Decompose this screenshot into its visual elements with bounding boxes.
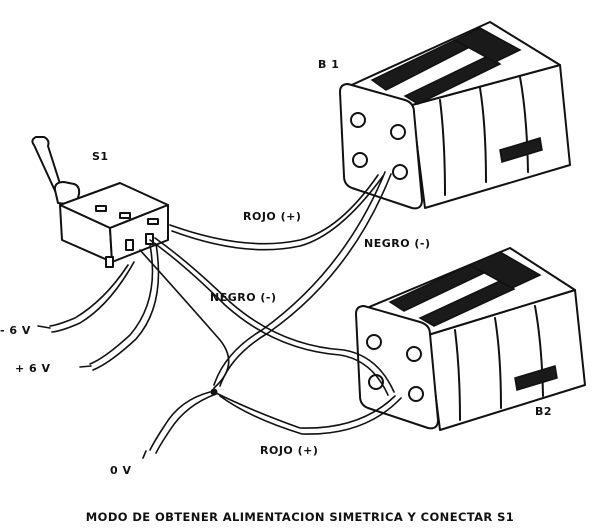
figure-caption: MODO DE OBTENER ALIMENTACION SIMETRICA Y…: [85, 510, 515, 524]
label-rojo-top: ROJO (+): [243, 210, 302, 223]
label-b1: B 1: [318, 58, 340, 71]
wires: [37, 171, 402, 459]
label-plus-6v: + 6 V: [15, 362, 51, 375]
label-s1: S1: [92, 150, 109, 163]
label-b2: B2: [535, 405, 553, 418]
label-0v: 0 V: [110, 464, 132, 477]
label-negro-top: NEGRO (-): [364, 237, 431, 250]
label-minus-6v: - 6 V: [0, 324, 31, 337]
battery-holder-b2: [355, 247, 586, 431]
toggle-switch-s1: [31, 136, 169, 268]
label-negro-mid: NEGRO (-): [210, 291, 277, 304]
battery-holder-b1: [339, 21, 571, 210]
label-rojo-bottom: ROJO (+): [260, 444, 319, 457]
